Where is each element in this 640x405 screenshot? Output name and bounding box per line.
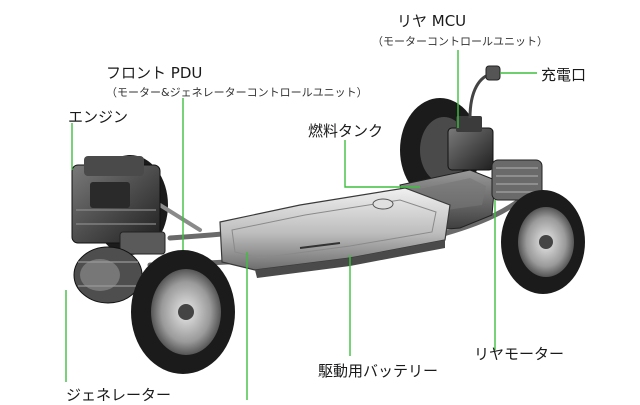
label-fuel-tank: 燃料タンク [308, 122, 384, 140]
label-charge-port: 充電口 [541, 66, 587, 84]
label-engine: エンジン [68, 108, 129, 126]
label-drive-battery: 駆動用バッテリー [318, 362, 439, 380]
front-right-wheel [131, 250, 235, 374]
rear-drive-unit-shape [447, 65, 543, 201]
leader-fuel-tank [344, 140, 420, 188]
label-rear-mcu-sub: （モーターコントロールユニット） [372, 35, 548, 48]
label-front-pdu-sub: （モーター&ジェネレーターコントロールユニット） [106, 86, 368, 99]
engine-block-shape [71, 156, 166, 255]
label-rear-mcu: リヤ MCU [397, 12, 467, 30]
label-front-pdu: フロント PDU [106, 64, 203, 82]
leader-lines [65, 50, 537, 400]
battery-pack-shape [219, 187, 451, 278]
rear-right-wheel [501, 190, 585, 294]
label-generator: ジェネレーター [66, 386, 172, 404]
label-rear-motor: リヤモーター [474, 345, 565, 363]
generator-shape [73, 246, 143, 304]
